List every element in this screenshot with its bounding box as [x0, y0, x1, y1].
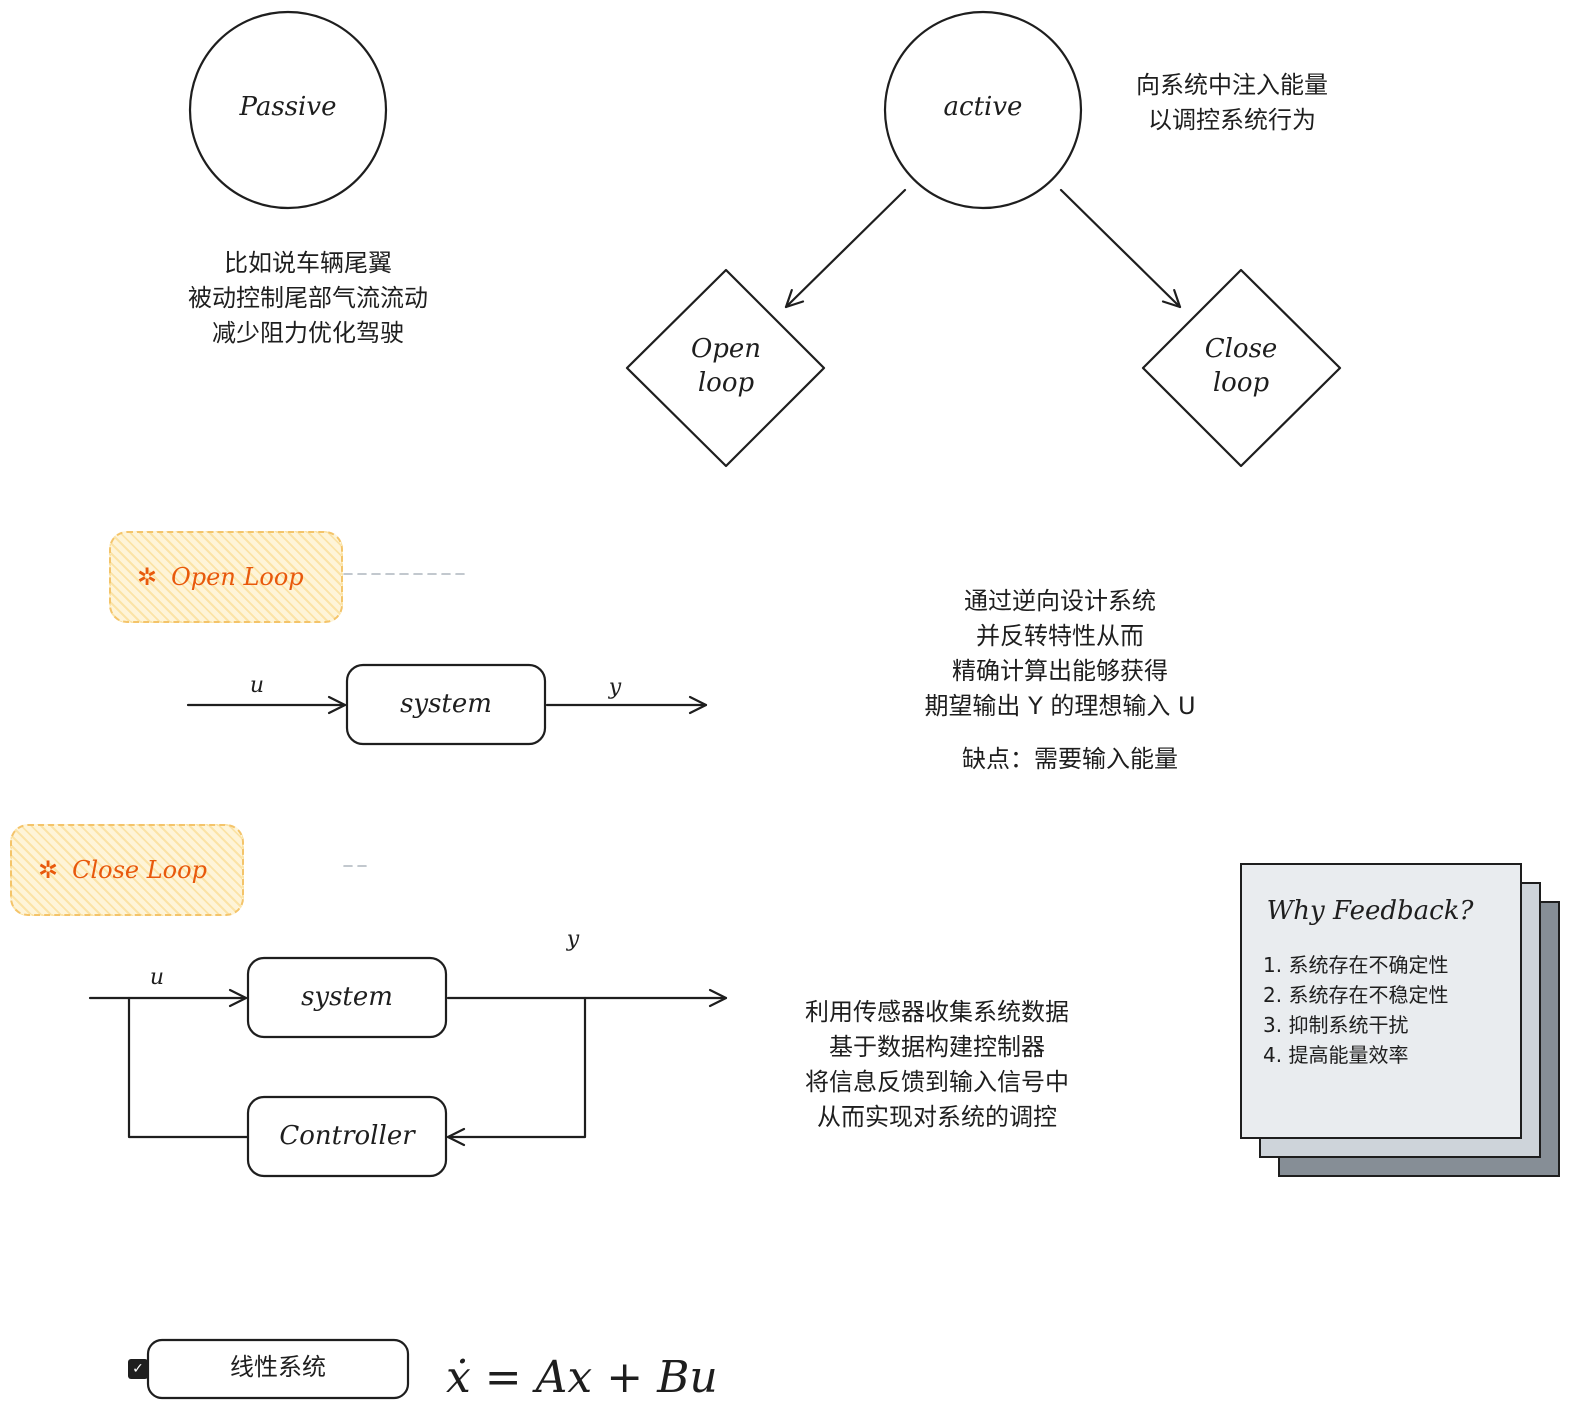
close-note-line: 从而实现对系统的调控 [817, 1103, 1057, 1131]
card-front [1240, 863, 1522, 1139]
active-circle [883, 10, 1083, 210]
open-loop-drawback: 缺点：需要输入能量 [962, 745, 1178, 773]
frame-icon: ✲ [38, 856, 59, 884]
open-note-line: 并反转特性从而 [976, 622, 1144, 650]
passive-note-line: 比如说车辆尾翼 [224, 249, 392, 277]
diamond-label-line: Close [1204, 334, 1278, 364]
why-card-item: 2. 系统存在不稳定性 [1263, 983, 1449, 1007]
active-note-line: 向系统中注入能量 [1136, 71, 1328, 99]
open-system-label: system [400, 689, 492, 719]
why-card-title: Why Feedback? [1266, 896, 1474, 926]
linear-system-label: 线性系统 [230, 1353, 326, 1381]
feedback-line-left [127, 996, 250, 1139]
close-output-label: y [566, 927, 580, 952]
open-loop-diamond [625, 268, 826, 468]
close-loop-diamond-label: Close loop [1171, 332, 1311, 400]
open-system-box [345, 663, 547, 746]
why-card-item: 3. 抑制系统干扰 [1263, 1013, 1409, 1037]
open-input-label: u [249, 673, 265, 698]
close-loop-frame-tag[interactable]: ✲ Close Loop [10, 824, 244, 916]
open-loop-frame-tag[interactable]: ✲ Open Loop [109, 531, 343, 623]
passive-label: Passive [239, 92, 337, 122]
open-loop-note: 通过逆向设计系统 并反转特性从而 精确计算出能够获得 期望输出 Y 的理想输入 … [880, 584, 1240, 724]
close-note-line: 基于数据构建控制器 [829, 1033, 1045, 1061]
close-system-box [246, 956, 448, 1039]
open-note-line: 通过逆向设计系统 [964, 587, 1156, 615]
active-note-line: 以调控系统行为 [1148, 106, 1316, 134]
close-loop-tag-label: Close Loop [72, 856, 207, 884]
passive-note-line: 减少阻力优化驾驶 [212, 319, 404, 347]
diamond-label-line: loop [1212, 368, 1270, 398]
passive-note: 比如说车辆尾翼 被动控制尾部气流流动 减少阻力优化驾驶 [140, 246, 476, 351]
close-note-line: 将信息反馈到输入信号中 [805, 1068, 1069, 1096]
close-loop-note: 利用传感器收集系统数据 基于数据构建控制器 将信息反馈到输入信号中 从而实现对系… [760, 995, 1114, 1135]
passive-circle [188, 10, 388, 210]
linear-system-box [146, 1338, 410, 1400]
close-note-line: 利用传感器收集系统数据 [805, 998, 1069, 1026]
diamond-label-line: loop [697, 368, 755, 398]
state-equation: ẋ = Ax + Bu [446, 1352, 718, 1403]
feedback-line-right [446, 996, 587, 1147]
close-loop-diamond [1141, 268, 1342, 468]
active-label: active [943, 92, 1023, 122]
why-card-item: 1. 系统存在不确定性 [1263, 953, 1449, 977]
close-system-label: system [301, 982, 393, 1012]
why-card-list: 1. 系统存在不确定性 2. 系统存在不稳定性 3. 抑制系统干扰 4. 提高能… [1263, 950, 1513, 1070]
close-input-label: u [149, 965, 165, 990]
controller-label: Controller [279, 1121, 415, 1151]
checkbox-icon[interactable]: ✓ [128, 1359, 148, 1379]
arrow-active-to-close [1059, 188, 1182, 309]
frame-icon: ✲ [137, 563, 158, 591]
arrow-active-to-open [784, 188, 907, 309]
open-note-line: 精确计算出能够获得 [952, 657, 1168, 685]
open-loop-diamond-label: Open loop [656, 332, 796, 400]
why-card-item: 4. 提高能量效率 [1263, 1043, 1409, 1067]
open-loop-tag-label: Open Loop [171, 563, 304, 591]
passive-note-line: 被动控制尾部气流流动 [188, 284, 428, 312]
open-note-line: 期望输出 Y 的理想输入 U [924, 692, 1196, 720]
active-note: 向系统中注入能量 以调控系统行为 [1110, 68, 1354, 138]
open-output-label: y [608, 675, 622, 700]
diamond-label-line: Open [690, 334, 762, 364]
